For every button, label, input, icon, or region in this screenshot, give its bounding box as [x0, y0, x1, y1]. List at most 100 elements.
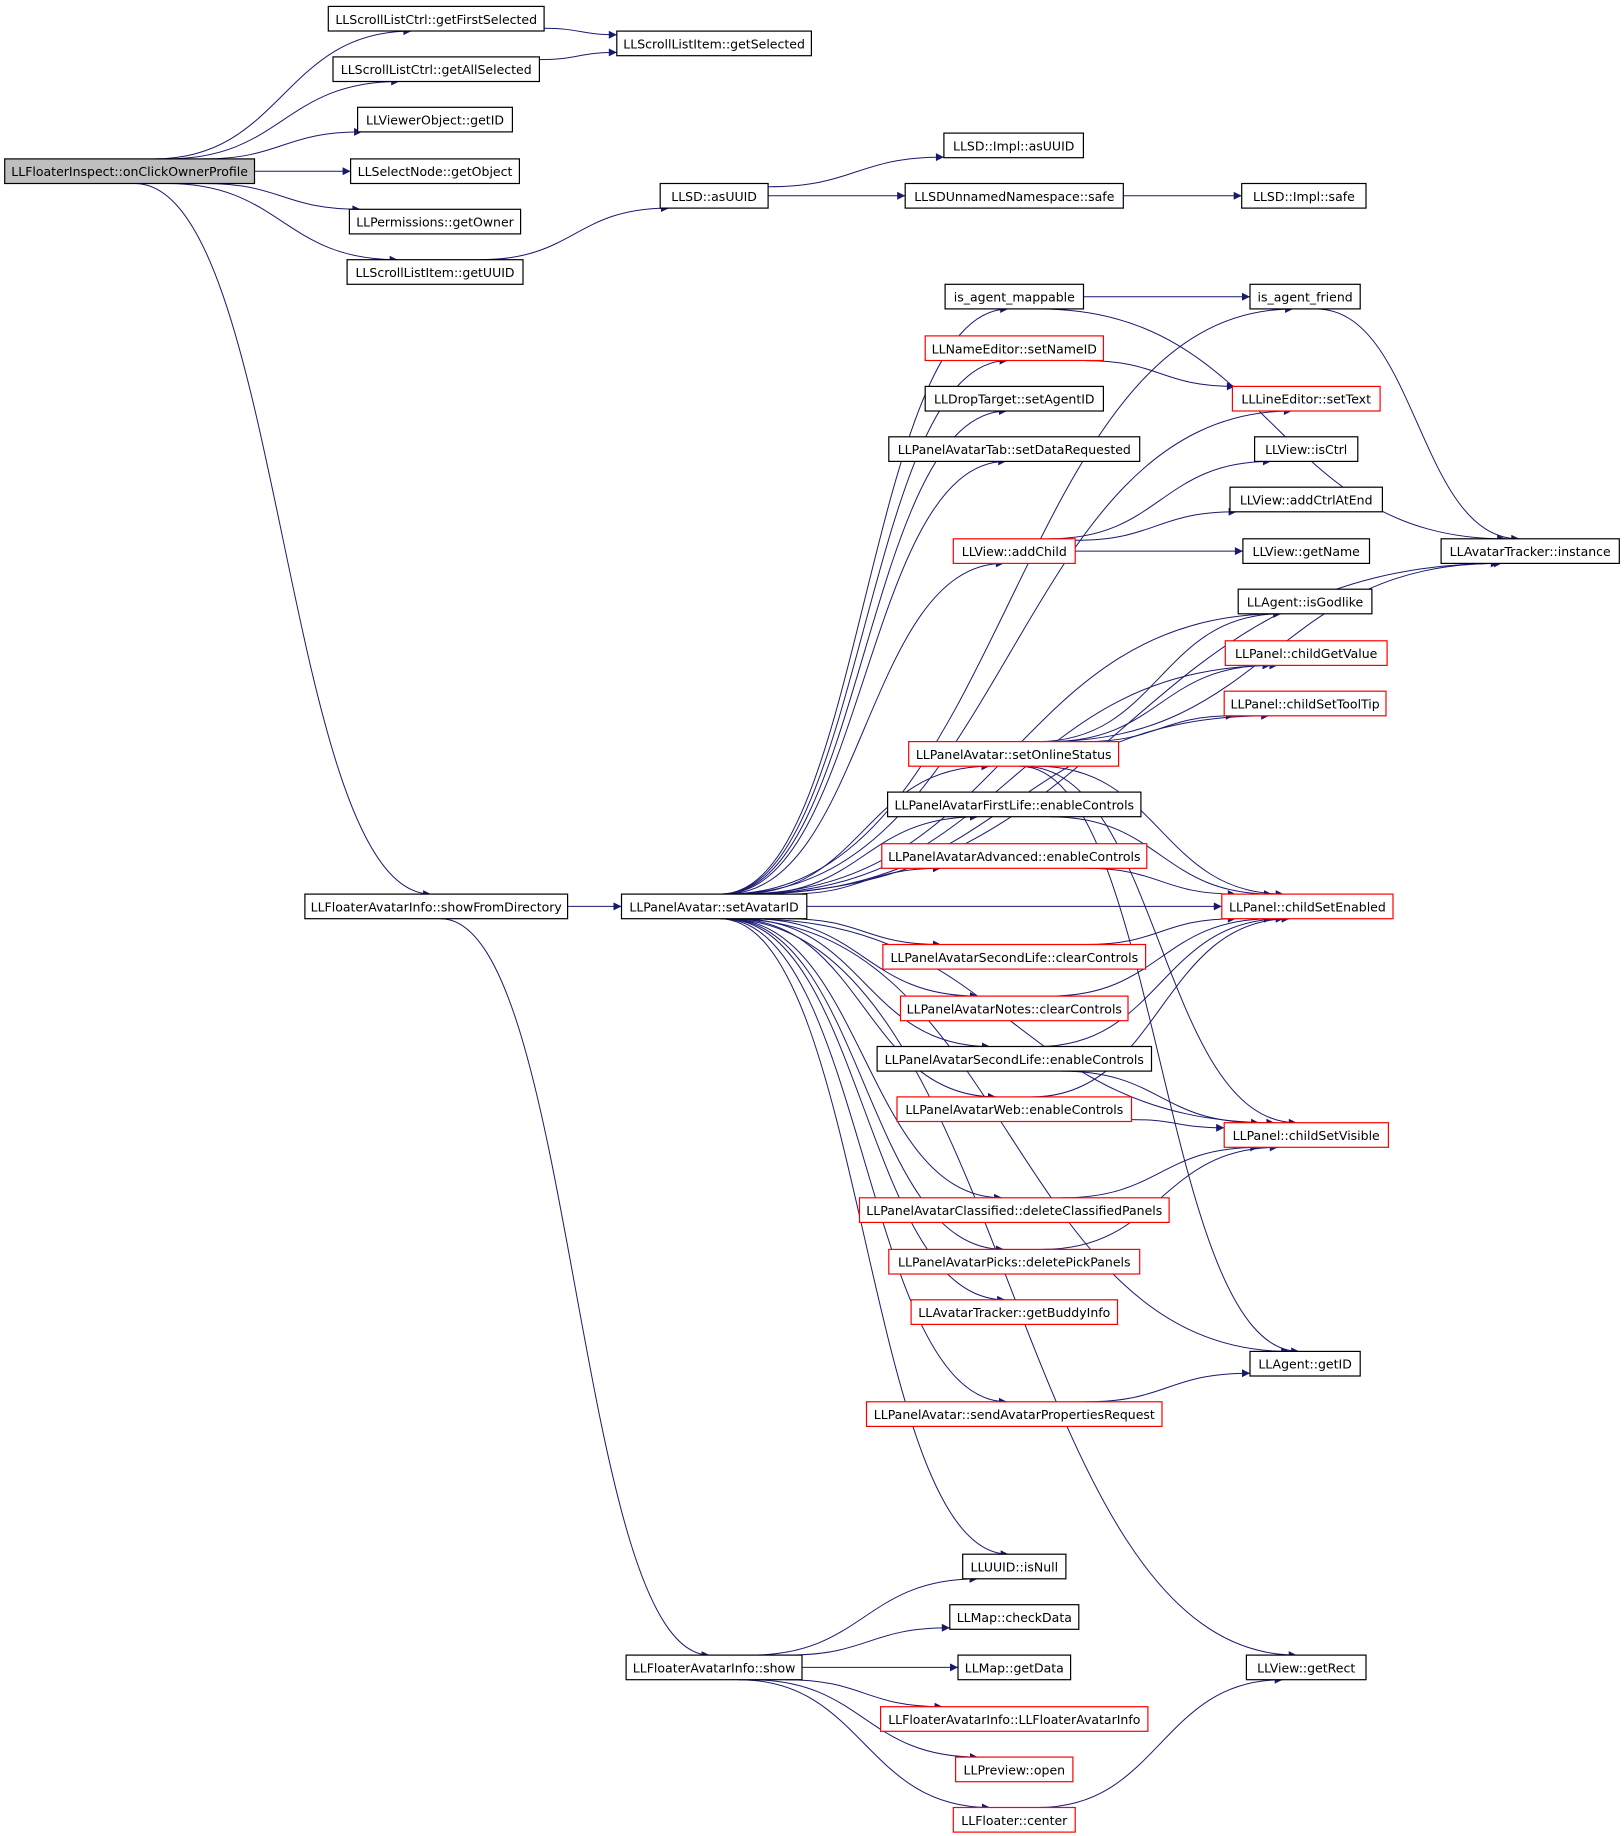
function-node[interactable]: LLSDUnnamedNamespace::safe: [904, 182, 1124, 209]
node-box: [1249, 283, 1361, 310]
node-label: LLSD::asUUID: [671, 189, 757, 204]
edge-n30-to-n35: [732, 918, 997, 1101]
node-label: LLScrollListItem::getUUID: [355, 265, 514, 280]
function-node[interactable]: LLScrollListItem::getSelected: [616, 30, 812, 57]
function-node[interactable]: LLAgent::getID: [1249, 1350, 1361, 1377]
root-function-node[interactable]: LLFloaterInspect::onClickOwnerProfile: [4, 158, 256, 185]
function-node[interactable]: LLFloaterAvatarInfo::showFromDirectory: [304, 893, 569, 920]
function-node[interactable]: LLSelectNode::getObject: [350, 158, 521, 185]
function-node[interactable]: LLPanelAvatarWeb::enableControls: [896, 1096, 1133, 1123]
function-node[interactable]: LLPanel::childGetValue: [1224, 640, 1388, 666]
edge-n30-to-n40: [729, 918, 1290, 1356]
node-label: LLPanelAvatarNotes::clearControls: [907, 1001, 1122, 1016]
edge-n35-to-n36: [1131, 1119, 1225, 1132]
function-node[interactable]: LLDropTarget::setAgentID: [924, 385, 1105, 412]
function-node[interactable]: LLPanelAvatarTab::setDataRequested: [888, 436, 1141, 462]
function-node[interactable]: LLPanelAvatarAdvanced::enableControls: [881, 843, 1148, 869]
node-box: [625, 1654, 803, 1681]
function-node[interactable]: LLAvatarTracker::instance: [1440, 538, 1620, 564]
function-node[interactable]: LLAvatarTracker::getBuddyInfo: [910, 1299, 1119, 1326]
function-node[interactable]: LLView::addChild: [952, 538, 1076, 564]
node-label: is_agent_friend: [1258, 290, 1353, 305]
node-box: [1229, 486, 1383, 513]
node-label: LLSD::Impl::safe: [1253, 189, 1355, 204]
function-node[interactable]: LLPanel::childSetEnabled: [1221, 893, 1394, 920]
function-node[interactable]: LLView::getRect: [1245, 1654, 1367, 1681]
function-node[interactable]: LLFloater::center: [952, 1806, 1076, 1833]
edge-n26-to-n24: [1049, 661, 1271, 743]
edge-n30-to-n16: [721, 407, 1008, 895]
node-box: [1241, 182, 1367, 209]
node-box: [1221, 893, 1394, 920]
edge-n0-to-n4: [202, 127, 363, 160]
function-node[interactable]: LLViewerObject::getID: [357, 106, 514, 133]
node-box: [865, 1401, 1163, 1428]
edge-n26-to-n36: [1023, 765, 1297, 1127]
node-box: [327, 5, 545, 32]
node-box: [896, 1096, 1133, 1123]
function-node[interactable]: is_agent_mappable: [944, 283, 1085, 310]
function-node[interactable]: LLPreview::open: [954, 1756, 1074, 1783]
node-box: [949, 1604, 1080, 1630]
edge-n44-to-n47: [785, 1679, 943, 1711]
node-box: [1223, 1122, 1389, 1148]
function-node[interactable]: LLPanel::childSetVisible: [1223, 1122, 1389, 1148]
node-box: [350, 158, 521, 185]
function-node[interactable]: is_agent_friend: [1249, 283, 1361, 310]
function-node[interactable]: LLPanelAvatarFirstLife::enableControls: [886, 791, 1142, 818]
node-label: LLFloater::center: [961, 1813, 1068, 1828]
node-box: [888, 436, 1141, 462]
node-box: [876, 1045, 1153, 1072]
function-node[interactable]: LLPanelAvatarSecondLife::enableControls: [876, 1045, 1153, 1072]
edge-n26-to-n25: [1084, 711, 1234, 743]
node-label: LLAgent::getID: [1258, 1357, 1351, 1372]
node-box: [348, 208, 522, 235]
node-box: [879, 1706, 1149, 1732]
function-node[interactable]: LLPanelAvatar::setAvatarID: [620, 893, 808, 920]
function-node[interactable]: LLSD::Impl::asUUID: [943, 132, 1085, 159]
function-node[interactable]: LLMap::checkData: [949, 1604, 1080, 1630]
function-node[interactable]: LLScrollListItem::getUUID: [346, 259, 524, 285]
function-node[interactable]: LLSD::Impl::safe: [1241, 182, 1367, 209]
edge-n34-to-n36: [1061, 1070, 1260, 1127]
node-label: LLPanelAvatarTab::setDataRequested: [898, 442, 1131, 457]
edge-n0-to-n6: [204, 183, 361, 214]
function-node[interactable]: LLUUID::isNull: [962, 1553, 1067, 1580]
function-node[interactable]: LLView::isCtrl: [1253, 436, 1359, 462]
node-box: [944, 283, 1085, 310]
node-box: [924, 385, 1105, 412]
function-node[interactable]: LLView::addCtrlAtEnd: [1229, 486, 1383, 513]
function-node[interactable]: LLScrollListCtrl::getAllSelected: [332, 56, 540, 83]
node-box: [1231, 385, 1381, 412]
function-node[interactable]: LLPanel::childSetToolTip: [1223, 690, 1387, 717]
edge-n20-to-n19: [1075, 507, 1237, 541]
edge-n44-to-n49: [738, 1679, 991, 1812]
function-node[interactable]: LLSD::asUUID: [659, 182, 769, 209]
node-box: [899, 995, 1129, 1022]
edge-n28-to-n31: [1085, 867, 1236, 899]
function-node[interactable]: LLFloaterAvatarInfo::LLFloaterAvatarInfo: [879, 1706, 1149, 1732]
function-node[interactable]: LLPanelAvatarNotes::clearControls: [899, 995, 1129, 1022]
edge-n20-to-n18: [1049, 457, 1272, 540]
function-node[interactable]: LLMap::getData: [957, 1654, 1072, 1681]
edge-n12-to-n22: [1039, 308, 1506, 543]
function-node[interactable]: LLPermissions::getOwner: [348, 208, 522, 235]
function-node[interactable]: LLAgent::isGodlike: [1237, 588, 1373, 615]
edge-n33-to-n31: [1049, 914, 1273, 997]
function-node[interactable]: LLScrollListCtrl::getFirstSelected: [327, 5, 545, 32]
function-node[interactable]: LLLineEditor::setText: [1231, 385, 1381, 412]
function-node[interactable]: LLPanelAvatarPicks::deletePickPanels: [888, 1248, 1141, 1275]
function-node[interactable]: LLPanelAvatarSecondLife::clearControls: [882, 943, 1147, 970]
node-label: LLPanel::childSetToolTip: [1230, 697, 1379, 712]
function-node[interactable]: LLNameEditor::setNameID: [924, 335, 1105, 362]
edge-n1-to-n2: [544, 27, 617, 39]
function-node[interactable]: LLPanelAvatar::sendAvatarPropertiesReque…: [865, 1401, 1163, 1428]
function-node[interactable]: LLView::getName: [1242, 538, 1371, 564]
function-node[interactable]: LLPanelAvatar::setOnlineStatus: [908, 740, 1120, 767]
node-label: LLPanelAvatarAdvanced::enableControls: [888, 849, 1140, 864]
function-node[interactable]: LLFloaterAvatarInfo::show: [625, 1654, 803, 1681]
edge-n0-to-n3: [166, 77, 400, 160]
function-node[interactable]: LLPanelAvatarClassified::deleteClassifie…: [858, 1197, 1170, 1224]
edge-n30-to-n38: [724, 918, 1004, 1254]
